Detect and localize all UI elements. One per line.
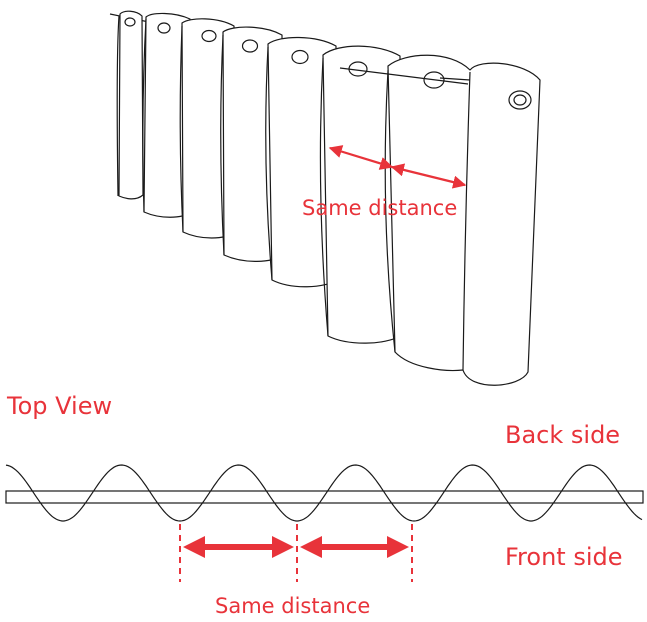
same-distance-label-top: Same distance (302, 196, 457, 220)
distance-arrow-bottom-1 (183, 536, 294, 558)
distance-arrow-bottom-2 (300, 536, 409, 558)
grommet (158, 23, 170, 33)
top-view-label: Top View (7, 392, 112, 420)
front-side-label: Front side (505, 543, 623, 571)
curtain-panel (385, 55, 540, 385)
back-side-label: Back side (505, 421, 620, 449)
grommet (202, 31, 216, 42)
top-view-rod (6, 491, 643, 503)
grommet (125, 18, 135, 26)
bottom-distance-markers (180, 524, 412, 582)
curtain-panel (117, 11, 143, 199)
grommet (292, 51, 308, 64)
same-distance-label-bottom: Same distance (215, 594, 370, 618)
grommet-inner (514, 95, 526, 105)
grommet (243, 40, 258, 52)
top-view-diagram (6, 465, 643, 521)
